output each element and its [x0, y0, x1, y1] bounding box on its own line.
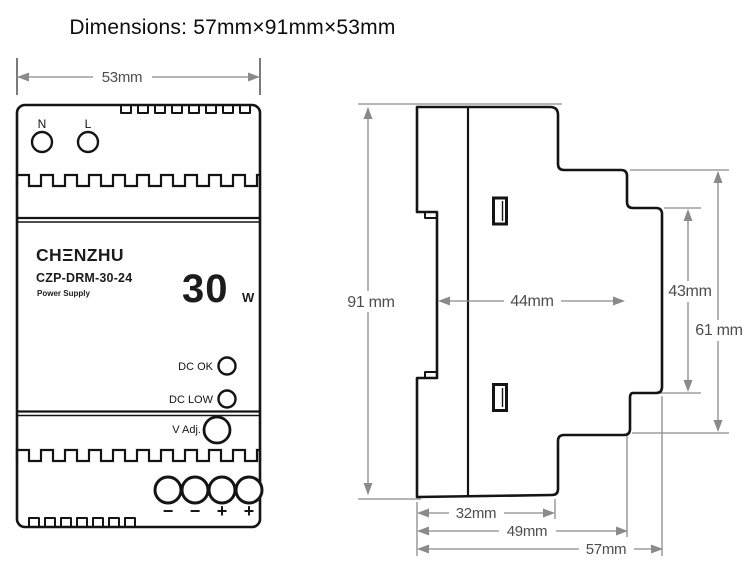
dimension-label-44mm: 44mm — [510, 293, 553, 310]
input-terminals: N L — [30, 117, 100, 154]
dimension-label-53mm: 53mm — [102, 69, 142, 86]
arrowhead-up — [683, 209, 693, 221]
upper-vent-band — [15, 173, 262, 188]
din-clip-tab-bottom — [424, 371, 437, 377]
arrowhead-left — [417, 508, 429, 518]
dimension-43mm: 43mm — [668, 209, 712, 392]
terminal-n-screw — [30, 130, 54, 154]
arrowhead-left — [17, 72, 29, 82]
dimension-label-49mm: 49mm — [507, 523, 547, 540]
output-terminal-2 — [180, 475, 210, 505]
arrowhead-left — [417, 526, 429, 536]
dimension-label-57mm: 57mm — [586, 541, 626, 558]
side-slot-bottom — [492, 383, 508, 412]
arrowhead-right — [543, 508, 555, 518]
v-adj-label: V Adj. — [172, 424, 201, 436]
polarity-minus-1: − — [163, 501, 174, 521]
brand-logo: CHΞNZHU — [36, 245, 124, 265]
front-housing-body — [15, 103, 262, 529]
terminal-n-label: N — [38, 117, 47, 131]
arrowhead-right — [616, 526, 628, 536]
model-number: CZP-DRM-30-24 — [36, 271, 132, 285]
polarity-plus-1: + — [217, 501, 228, 521]
arrowhead-left — [417, 544, 429, 554]
arrowhead-up — [363, 107, 373, 119]
arrowhead-down — [683, 380, 693, 392]
v-adj-knob — [202, 415, 232, 445]
arrowhead-right — [248, 72, 260, 82]
product-type-label: Power Supply — [37, 289, 90, 298]
dimension-label-32mm: 32mm — [456, 505, 496, 522]
dc-low-led — [217, 389, 237, 409]
polarity-minus-2: − — [190, 501, 201, 521]
dc-low-label: DC LOW — [169, 394, 214, 406]
power-rating-unit: W — [242, 290, 255, 305]
page-title: Dimensions: 57mm×91mm×53mm — [69, 16, 396, 39]
terminal-l-label: L — [85, 117, 92, 131]
dimension-57mm: 57mm — [417, 541, 663, 558]
arrowhead-up — [713, 171, 723, 183]
output-terminal-4 — [234, 475, 264, 505]
dimension-61mm: 61 mm — [695, 171, 743, 432]
side-view: 91 mm 44mm 43mm 61 mm — [347, 103, 743, 558]
output-terminals: − − + + — [153, 475, 264, 521]
dimension-label-61mm: 61 mm — [695, 322, 742, 339]
arrowhead-right — [613, 296, 625, 306]
dimension-label-91mm: 91 mm — [347, 294, 394, 311]
power-rating-value: 30 — [182, 267, 229, 311]
lower-vent-band — [15, 448, 262, 463]
dimension-44mm: 44mm — [438, 293, 625, 310]
dimension-91mm: 91 mm — [347, 107, 395, 495]
dc-ok-led — [217, 356, 237, 376]
side-profile-outline — [415, 105, 664, 499]
front-view: 53mm N L — [15, 58, 264, 529]
arrowhead-right — [651, 544, 663, 554]
arrowhead-down — [713, 420, 723, 432]
arrowhead-left — [438, 296, 450, 306]
dimension-label-43mm: 43mm — [668, 283, 711, 300]
side-slot-top — [492, 196, 508, 226]
dimension-53mm: 53mm — [16, 58, 261, 95]
voltage-adjust: V Adj. — [172, 415, 232, 445]
output-terminal-3 — [207, 475, 237, 505]
din-clip-tab-top — [424, 213, 437, 219]
faceplate: CHΞNZHU CZP-DRM-30-24 Power Supply 30 W … — [36, 245, 255, 409]
arrowhead-down — [363, 483, 373, 495]
bottom-vent-slots — [28, 517, 136, 526]
polarity-plus-2: + — [244, 501, 255, 521]
dimension-32mm: 32mm — [417, 505, 555, 522]
output-terminal-1 — [153, 475, 183, 505]
terminal-l-screw — [76, 130, 100, 154]
dimension-49mm: 49mm — [417, 523, 628, 540]
top-vent-slots — [120, 106, 251, 114]
dc-ok-label: DC OK — [178, 361, 214, 373]
